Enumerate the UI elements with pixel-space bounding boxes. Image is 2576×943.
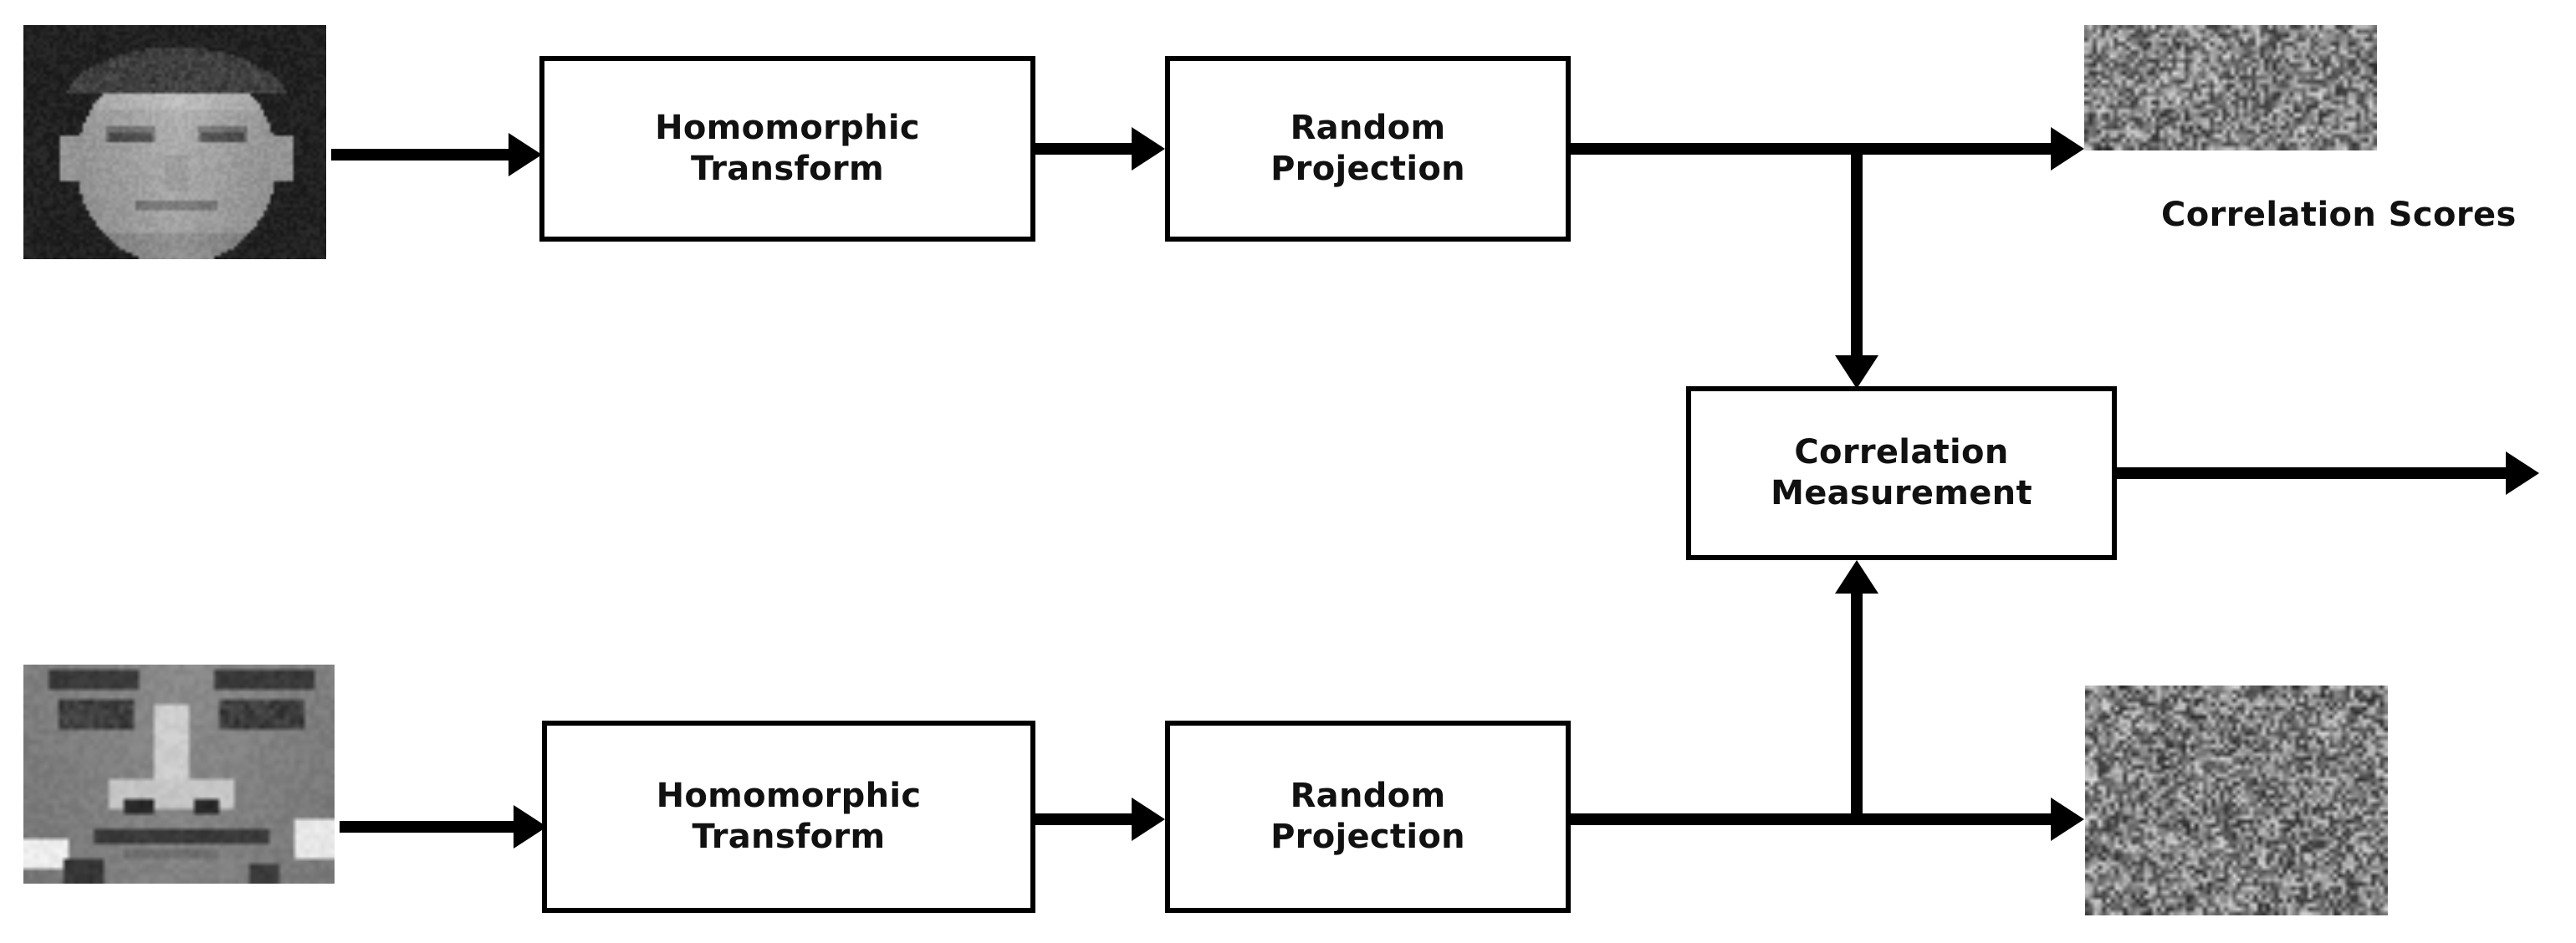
- arrowhead-projection-to-correlation-top: [1835, 355, 1878, 389]
- correlation-scores-label: Correlation Scores: [2161, 196, 2517, 234]
- block-random-projection-top[interactable]: Random Projection: [1165, 56, 1571, 242]
- connector-projection-to-noise-bottom: [1571, 813, 2073, 825]
- block-label-line1: Homomorphic: [655, 109, 920, 148]
- block-label-line1: Random: [1290, 109, 1446, 148]
- connector-correlation-to-scores: [2117, 467, 2527, 479]
- connector-projection-to-correlation-top: [1851, 143, 1863, 360]
- block-homomorphic-transform-top[interactable]: Homomorphic Transform: [539, 56, 1035, 242]
- block-label-line2: Measurement: [1771, 474, 2032, 512]
- arrowhead-projection-to-noise-top: [2051, 127, 2084, 171]
- top-projected-noise-image: [2084, 25, 2377, 150]
- block-label-line1: Homomorphic: [656, 777, 922, 816]
- bottom-projected-noise-image: [2085, 686, 2388, 915]
- block-homomorphic-transform-bottom[interactable]: Homomorphic Transform: [542, 721, 1035, 913]
- gallery-face-image: [23, 665, 335, 884]
- connector-face-to-homomorphic-top: [331, 149, 512, 161]
- block-label-line1: Correlation: [1794, 433, 2009, 472]
- connector-projection-to-correlation-bottom: [1851, 594, 1863, 825]
- block-label-line2: Transform: [691, 150, 884, 188]
- block-label-line1: Random: [1290, 777, 1446, 816]
- block-label-line2: Transform: [692, 818, 886, 856]
- connector-face-to-homomorphic-bottom: [340, 821, 517, 833]
- arrowhead-homomorphic-to-projection-bottom: [1132, 798, 1165, 841]
- block-random-projection-bottom[interactable]: Random Projection: [1165, 721, 1571, 913]
- arrowhead-face-to-homomorphic-top: [509, 133, 542, 176]
- block-label-line2: Projection: [1270, 818, 1465, 856]
- arrowhead-projection-to-noise-bottom: [2051, 798, 2084, 841]
- block-label-line2: Projection: [1270, 150, 1465, 188]
- probe-face-image: [23, 25, 326, 259]
- arrowhead-correlation-to-scores: [2506, 451, 2539, 495]
- connector-projection-to-noise-top: [1571, 143, 2073, 155]
- arrowhead-homomorphic-to-projection-top: [1132, 127, 1165, 171]
- connector-homomorphic-to-projection-bottom: [1035, 813, 1136, 825]
- block-correlation-measurement[interactable]: Correlation Measurement: [1686, 386, 2117, 560]
- arrowhead-face-to-homomorphic-bottom: [514, 805, 547, 849]
- connector-homomorphic-to-projection-top: [1035, 143, 1136, 155]
- arrowhead-projection-to-correlation-bottom: [1835, 560, 1878, 594]
